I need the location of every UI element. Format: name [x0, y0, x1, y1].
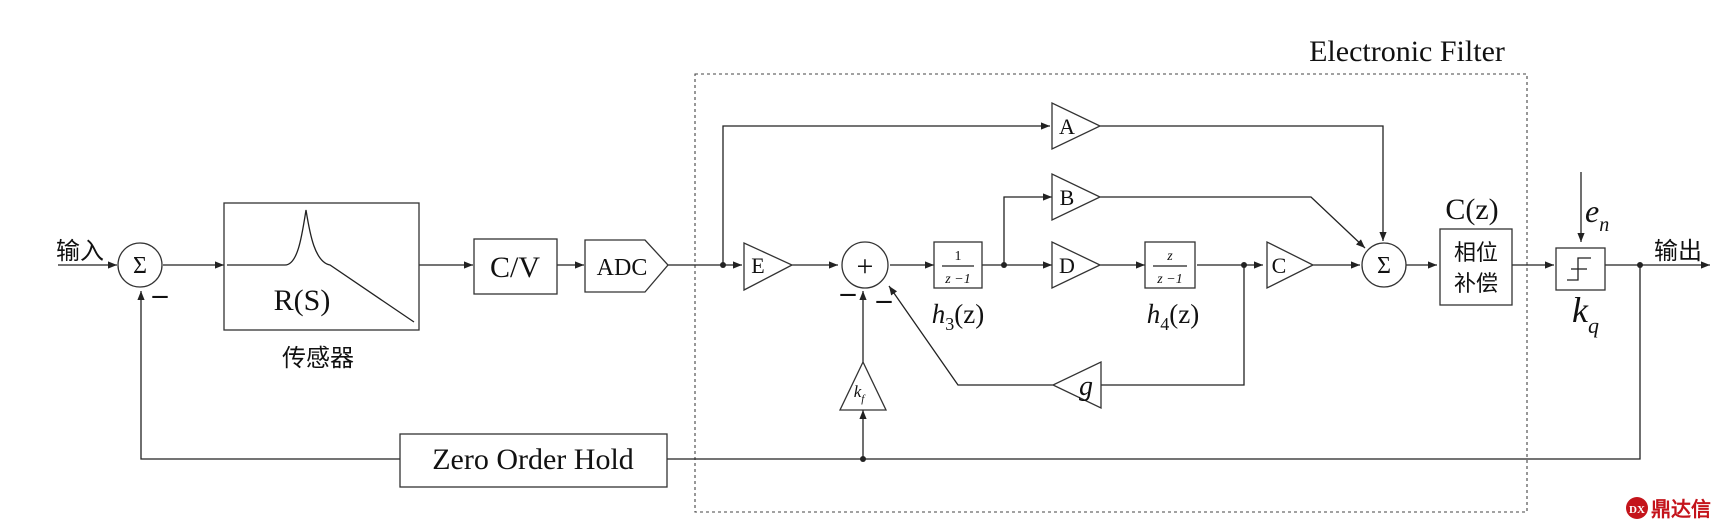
junction-dots	[720, 262, 1643, 462]
svg-text:kf: kf	[854, 382, 867, 405]
g-minus-sign: –	[876, 283, 893, 316]
svg-text:1: 1	[955, 249, 962, 264]
sensor-tf-label: R(S)	[274, 284, 331, 317]
svg-text:D: D	[1059, 253, 1075, 278]
svg-text:E: E	[751, 253, 764, 278]
gain-a: A	[1051, 101, 1102, 151]
svg-text:g: g	[1079, 371, 1093, 402]
kq-label: kq	[1572, 290, 1599, 338]
svg-text:A: A	[1059, 114, 1075, 139]
svg-text:C: C	[1272, 253, 1287, 278]
gain-d: D	[1051, 240, 1102, 290]
svg-text:Σ: Σ	[133, 253, 147, 279]
svg-text:鼎达信: 鼎达信	[1651, 497, 1711, 521]
sensor-block: R(S)	[223, 202, 420, 331]
watermark-logo: DX 鼎达信	[1626, 497, 1711, 521]
svg-text:补偿: 补偿	[1454, 272, 1498, 297]
signal-wires	[58, 122, 1710, 460]
inner-summing-junction: +	[841, 241, 889, 289]
gain-c: C	[1266, 240, 1315, 290]
en-label: en	[1585, 193, 1609, 236]
adc-block: ADC	[584, 239, 669, 293]
svg-text:DX: DX	[1629, 504, 1645, 516]
svg-text:C/V: C/V	[490, 251, 540, 284]
phase-compensation-block: 相位 补偿	[1439, 228, 1513, 306]
electronic-filter-title: Electronic Filter	[1309, 35, 1505, 68]
zero-order-hold-block: Zero Order Hold	[399, 433, 668, 488]
gain-e: E	[743, 241, 794, 292]
svg-text:相位: 相位	[1454, 241, 1498, 266]
svg-text:Σ: Σ	[1377, 253, 1391, 279]
input-summing-junction: Σ	[117, 242, 163, 288]
cz-title: C(z)	[1445, 193, 1498, 226]
svg-text:ADC: ADC	[597, 255, 648, 281]
input-label: 输入	[56, 237, 104, 265]
sensor-caption: 传感器	[282, 344, 354, 372]
svg-text:z −1: z −1	[1156, 272, 1182, 287]
svg-text:z: z	[1166, 249, 1173, 264]
cv-block: C/V	[473, 238, 558, 295]
gain-g: g	[1051, 360, 1102, 410]
h3-block: 1 z −1	[933, 241, 983, 289]
quantizer-block	[1555, 247, 1606, 291]
svg-text:Zero Order Hold: Zero Order Hold	[432, 443, 634, 476]
output-summing-junction: Σ	[1361, 242, 1407, 288]
electronic-filter-region	[694, 73, 1528, 513]
output-label: 输出	[1654, 237, 1702, 265]
svg-text:B: B	[1060, 185, 1075, 210]
gain-kf: kf	[838, 360, 888, 411]
svg-text:z −1: z −1	[944, 272, 970, 287]
kf-minus-sign: –	[840, 276, 857, 309]
h3-label: h3(z)	[932, 299, 984, 334]
feedback-minus-sign: –	[152, 278, 169, 311]
h4-block: z z −1	[1144, 241, 1196, 289]
gain-b: B	[1051, 172, 1102, 222]
svg-text:+: +	[857, 250, 874, 283]
h4-label: h4(z)	[1147, 299, 1199, 334]
